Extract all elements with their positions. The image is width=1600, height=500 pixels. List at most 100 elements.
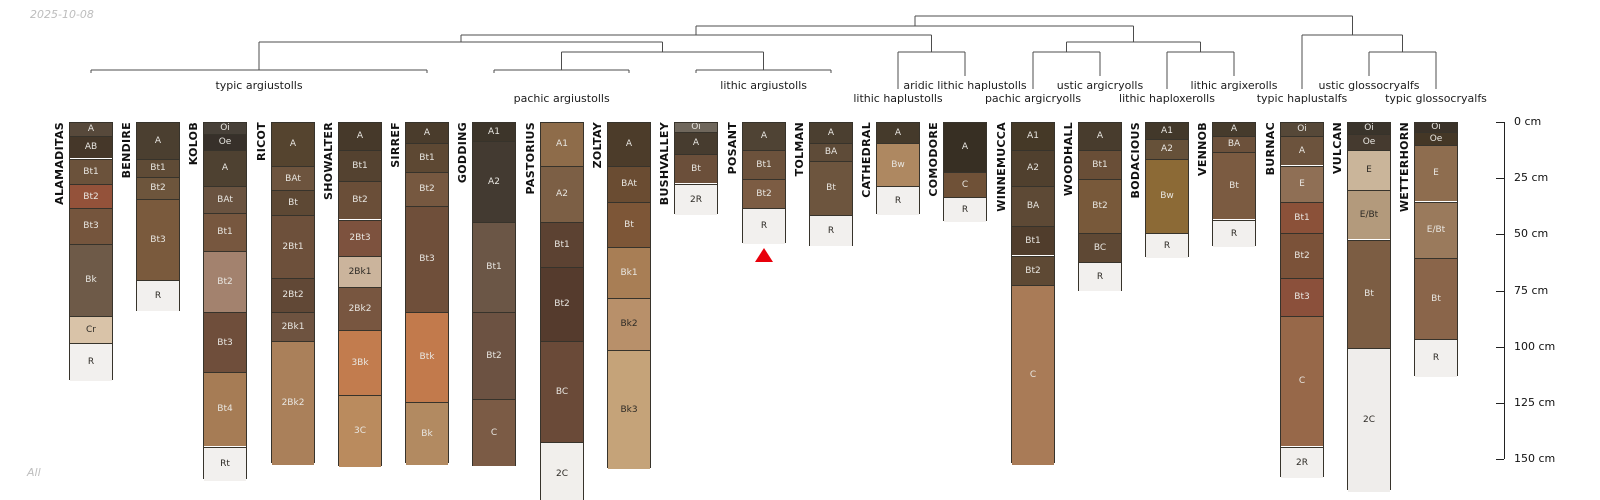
horizon-bt1: Bt1: [1079, 150, 1121, 179]
horizon-label: A1: [1161, 125, 1173, 136]
horizon-a: A: [339, 123, 381, 150]
taxon-label: aridic lithic haplustolls: [903, 79, 1027, 92]
horizon-label: Bk3: [620, 404, 638, 415]
horizon-label: E/Bt: [1426, 225, 1446, 235]
horizon-label: BC: [555, 386, 569, 397]
horizon-label: Bt1: [1092, 159, 1108, 170]
horizon-label: 2Bk1: [281, 321, 305, 332]
horizon-label: A2: [556, 189, 568, 199]
horizon-label: Bt2: [1092, 201, 1108, 211]
taxon-label: lithic argixerolls: [1190, 79, 1278, 92]
horizon-bt: Bt: [1213, 152, 1255, 219]
horizon-ba: BA: [1012, 186, 1054, 226]
horizon-3bk: 3Bk: [339, 330, 381, 395]
horizon-a: A: [70, 123, 112, 136]
horizon-label: R: [760, 221, 768, 231]
horizon-bt2: Bt2: [406, 172, 448, 206]
horizon-bk3: Bk3: [608, 350, 650, 469]
horizon-label: R: [154, 290, 162, 301]
horizon-label: 2Bt1: [282, 241, 304, 252]
horizon-e: E: [1281, 166, 1323, 202]
horizon-a: A: [204, 150, 246, 186]
horizon-bt: Bt: [675, 154, 717, 183]
depth-tick-label: 25 cm: [1514, 171, 1549, 184]
horizon-bc: BC: [541, 341, 583, 442]
horizon-ab: AB: [70, 136, 112, 158]
depth-tick: [1496, 122, 1504, 123]
taxon-label: typic glossocryalfs: [1385, 92, 1487, 105]
horizon-label: BC: [1093, 242, 1107, 253]
profile-name-showalter: SHOWALTER: [322, 122, 335, 201]
horizon-r: R: [1146, 233, 1188, 258]
horizon-label: 3C: [353, 426, 366, 436]
horizon-2bk2: 2Bk2: [272, 341, 314, 465]
horizon-a: A: [272, 123, 314, 166]
horizon-2bt1: 2Bt1: [272, 215, 314, 278]
horizon-label: Oe: [1362, 137, 1376, 147]
horizon-label: Oi: [691, 123, 701, 132]
horizon-label: Oi: [1364, 123, 1374, 133]
horizon-label: 2Bk1: [348, 266, 372, 277]
horizon-a: A: [608, 123, 650, 166]
horizon-bt2: Bt2: [541, 267, 583, 341]
horizon-2c: 2C: [1348, 348, 1390, 492]
horizon-label: 2C: [1362, 415, 1375, 425]
horizon-bk: Bk: [406, 402, 448, 465]
horizon-label: Bt3: [83, 221, 99, 231]
horizon-a: A: [1281, 136, 1323, 165]
horizon-a2: A2: [1012, 150, 1054, 186]
horizon-label: A2: [1161, 144, 1173, 154]
footer-label: All: [27, 466, 41, 479]
horizon-bt2: Bt2: [204, 251, 246, 312]
horizon-bw: Bw: [1146, 159, 1188, 233]
horizon-label: Bt2: [1294, 250, 1310, 261]
horizon-label: BAt: [285, 173, 301, 184]
horizon-bt1: Bt1: [473, 222, 515, 312]
horizon-label: E/Bt: [1359, 209, 1379, 220]
profile-name-kolob: KOLOB: [187, 122, 200, 166]
depth-tick-label: 75 cm: [1514, 284, 1549, 297]
horizon-bt2: Bt2: [473, 312, 515, 400]
horizon-2bk1: 2Bk1: [272, 312, 314, 341]
horizon-label: Bt1: [554, 239, 570, 250]
horizon-label: R: [1163, 240, 1171, 251]
horizon-label: A: [423, 127, 431, 138]
horizon-c: C: [1281, 316, 1323, 446]
depth-axis-line: [1504, 122, 1505, 459]
horizon-label: Oi: [1297, 124, 1307, 134]
horizon-label: R: [87, 357, 95, 367]
horizon-label: Bt1: [1025, 235, 1041, 246]
horizon-label: Bt3: [217, 337, 233, 348]
taxon-label: typic argiustolls: [215, 79, 303, 92]
horizon-bt2: Bt2: [1012, 256, 1054, 285]
horizon-label: Bk: [85, 275, 97, 285]
horizon-2bk1: 2Bk1: [339, 256, 381, 287]
horizon-r: R: [743, 208, 785, 244]
taxon-label: pachic argiustolls: [513, 92, 610, 105]
horizon-bt2: Bt2: [70, 184, 112, 209]
horizon-label: E: [1433, 168, 1439, 178]
horizon-label: Bt1: [83, 166, 99, 177]
profile-name-sirref: SIRREF: [389, 122, 402, 168]
horizon-oi: Oi: [1415, 123, 1457, 132]
horizon-label: A2: [1027, 163, 1039, 173]
horizon-label: Bt: [624, 219, 634, 230]
horizon-label: Bt2: [150, 183, 166, 193]
profile-name-bodacious: BODACIOUS: [1129, 122, 1142, 199]
horizon-r: R: [1415, 339, 1457, 377]
horizon-a1: A1: [541, 123, 583, 166]
horizon-label: Bt2: [352, 195, 368, 205]
depth-tick: [1496, 403, 1504, 404]
horizon-label: Rt: [220, 459, 230, 469]
horizon-label: A: [289, 139, 297, 149]
horizon-label: Bt: [691, 163, 701, 174]
horizon-label: Bt2: [486, 351, 502, 361]
